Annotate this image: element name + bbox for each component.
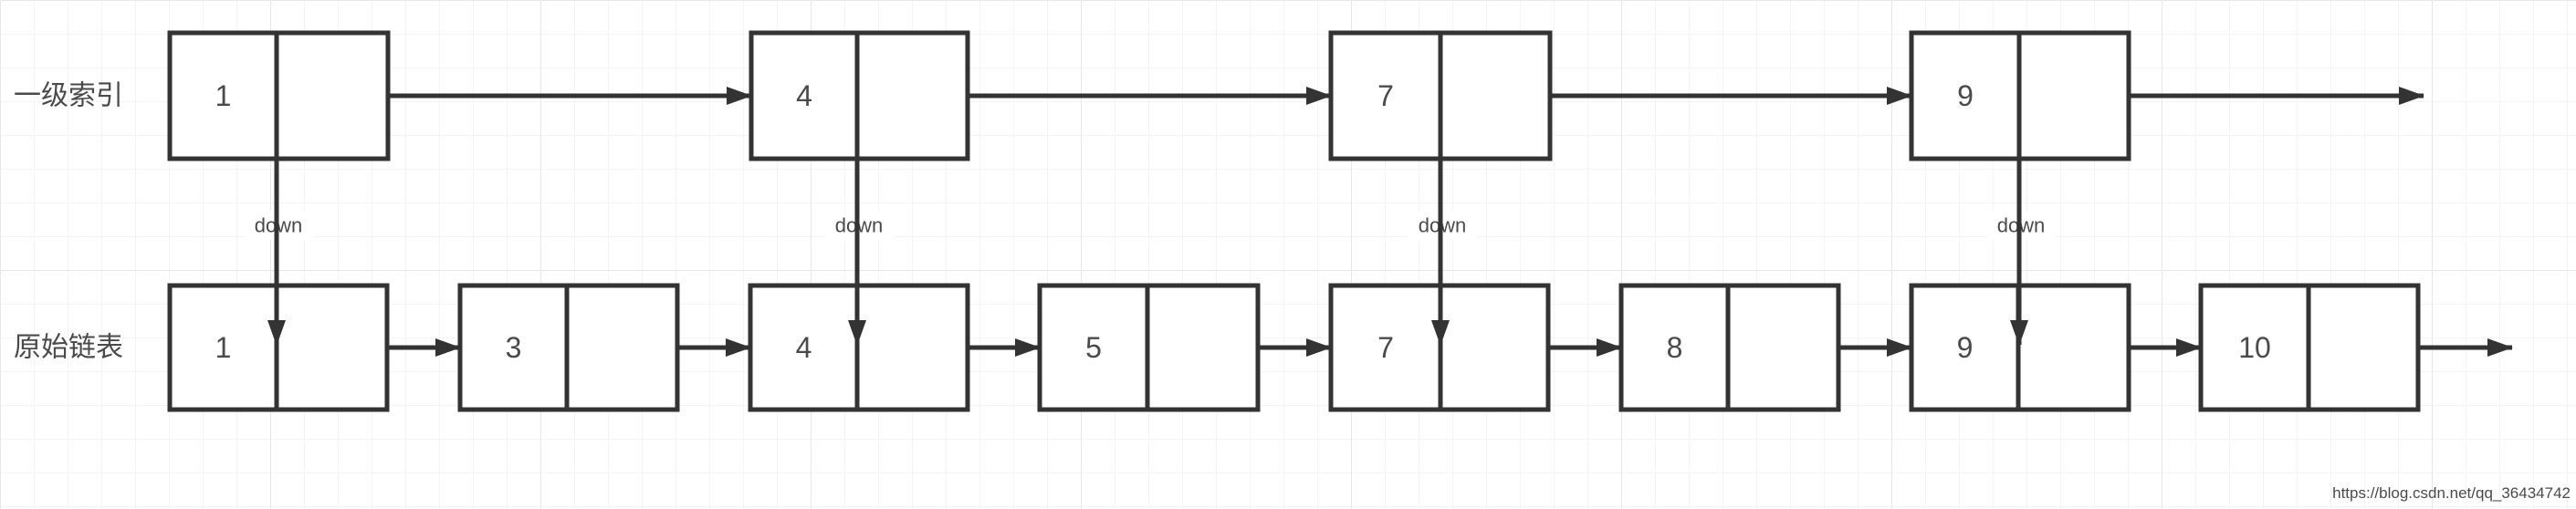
node-value: 4: [796, 331, 812, 364]
node-original-list-3: 3: [457, 283, 680, 412]
node-value: 1: [215, 331, 232, 364]
node-value: 4: [796, 79, 812, 112]
row-level1-index: 一级索引 1 4 7 9: [14, 30, 2131, 161]
node-value: 5: [1085, 331, 1102, 364]
node-original-list-5: 5: [1037, 283, 1261, 412]
node-original-list-8: 8: [1618, 283, 1841, 412]
node-value: 8: [1667, 331, 1683, 364]
row-label: 原始链表: [14, 333, 123, 363]
node-value: 3: [506, 331, 522, 364]
watermark: https://blog.csdn.net/qq_36434742: [2332, 484, 2571, 502]
node-level1-index-4: 4: [749, 30, 970, 161]
node-value: 9: [1957, 331, 1974, 364]
node-level1-index-7: 7: [1328, 30, 1553, 161]
node-value: 1: [215, 79, 232, 112]
node-value: 7: [1377, 331, 1394, 364]
row-original-list: 原始链表 1 3 4 5 7 8 9 10: [14, 283, 2421, 412]
node-value: 7: [1377, 79, 1394, 112]
node-level1-index-9: 9: [1909, 30, 2131, 161]
node-value: 9: [1957, 79, 1974, 112]
node-value: 10: [2238, 331, 2271, 364]
node-level1-index-1: 1: [167, 30, 391, 161]
row-label: 一级索引: [14, 81, 123, 111]
node-original-list-10: 10: [2198, 283, 2421, 412]
